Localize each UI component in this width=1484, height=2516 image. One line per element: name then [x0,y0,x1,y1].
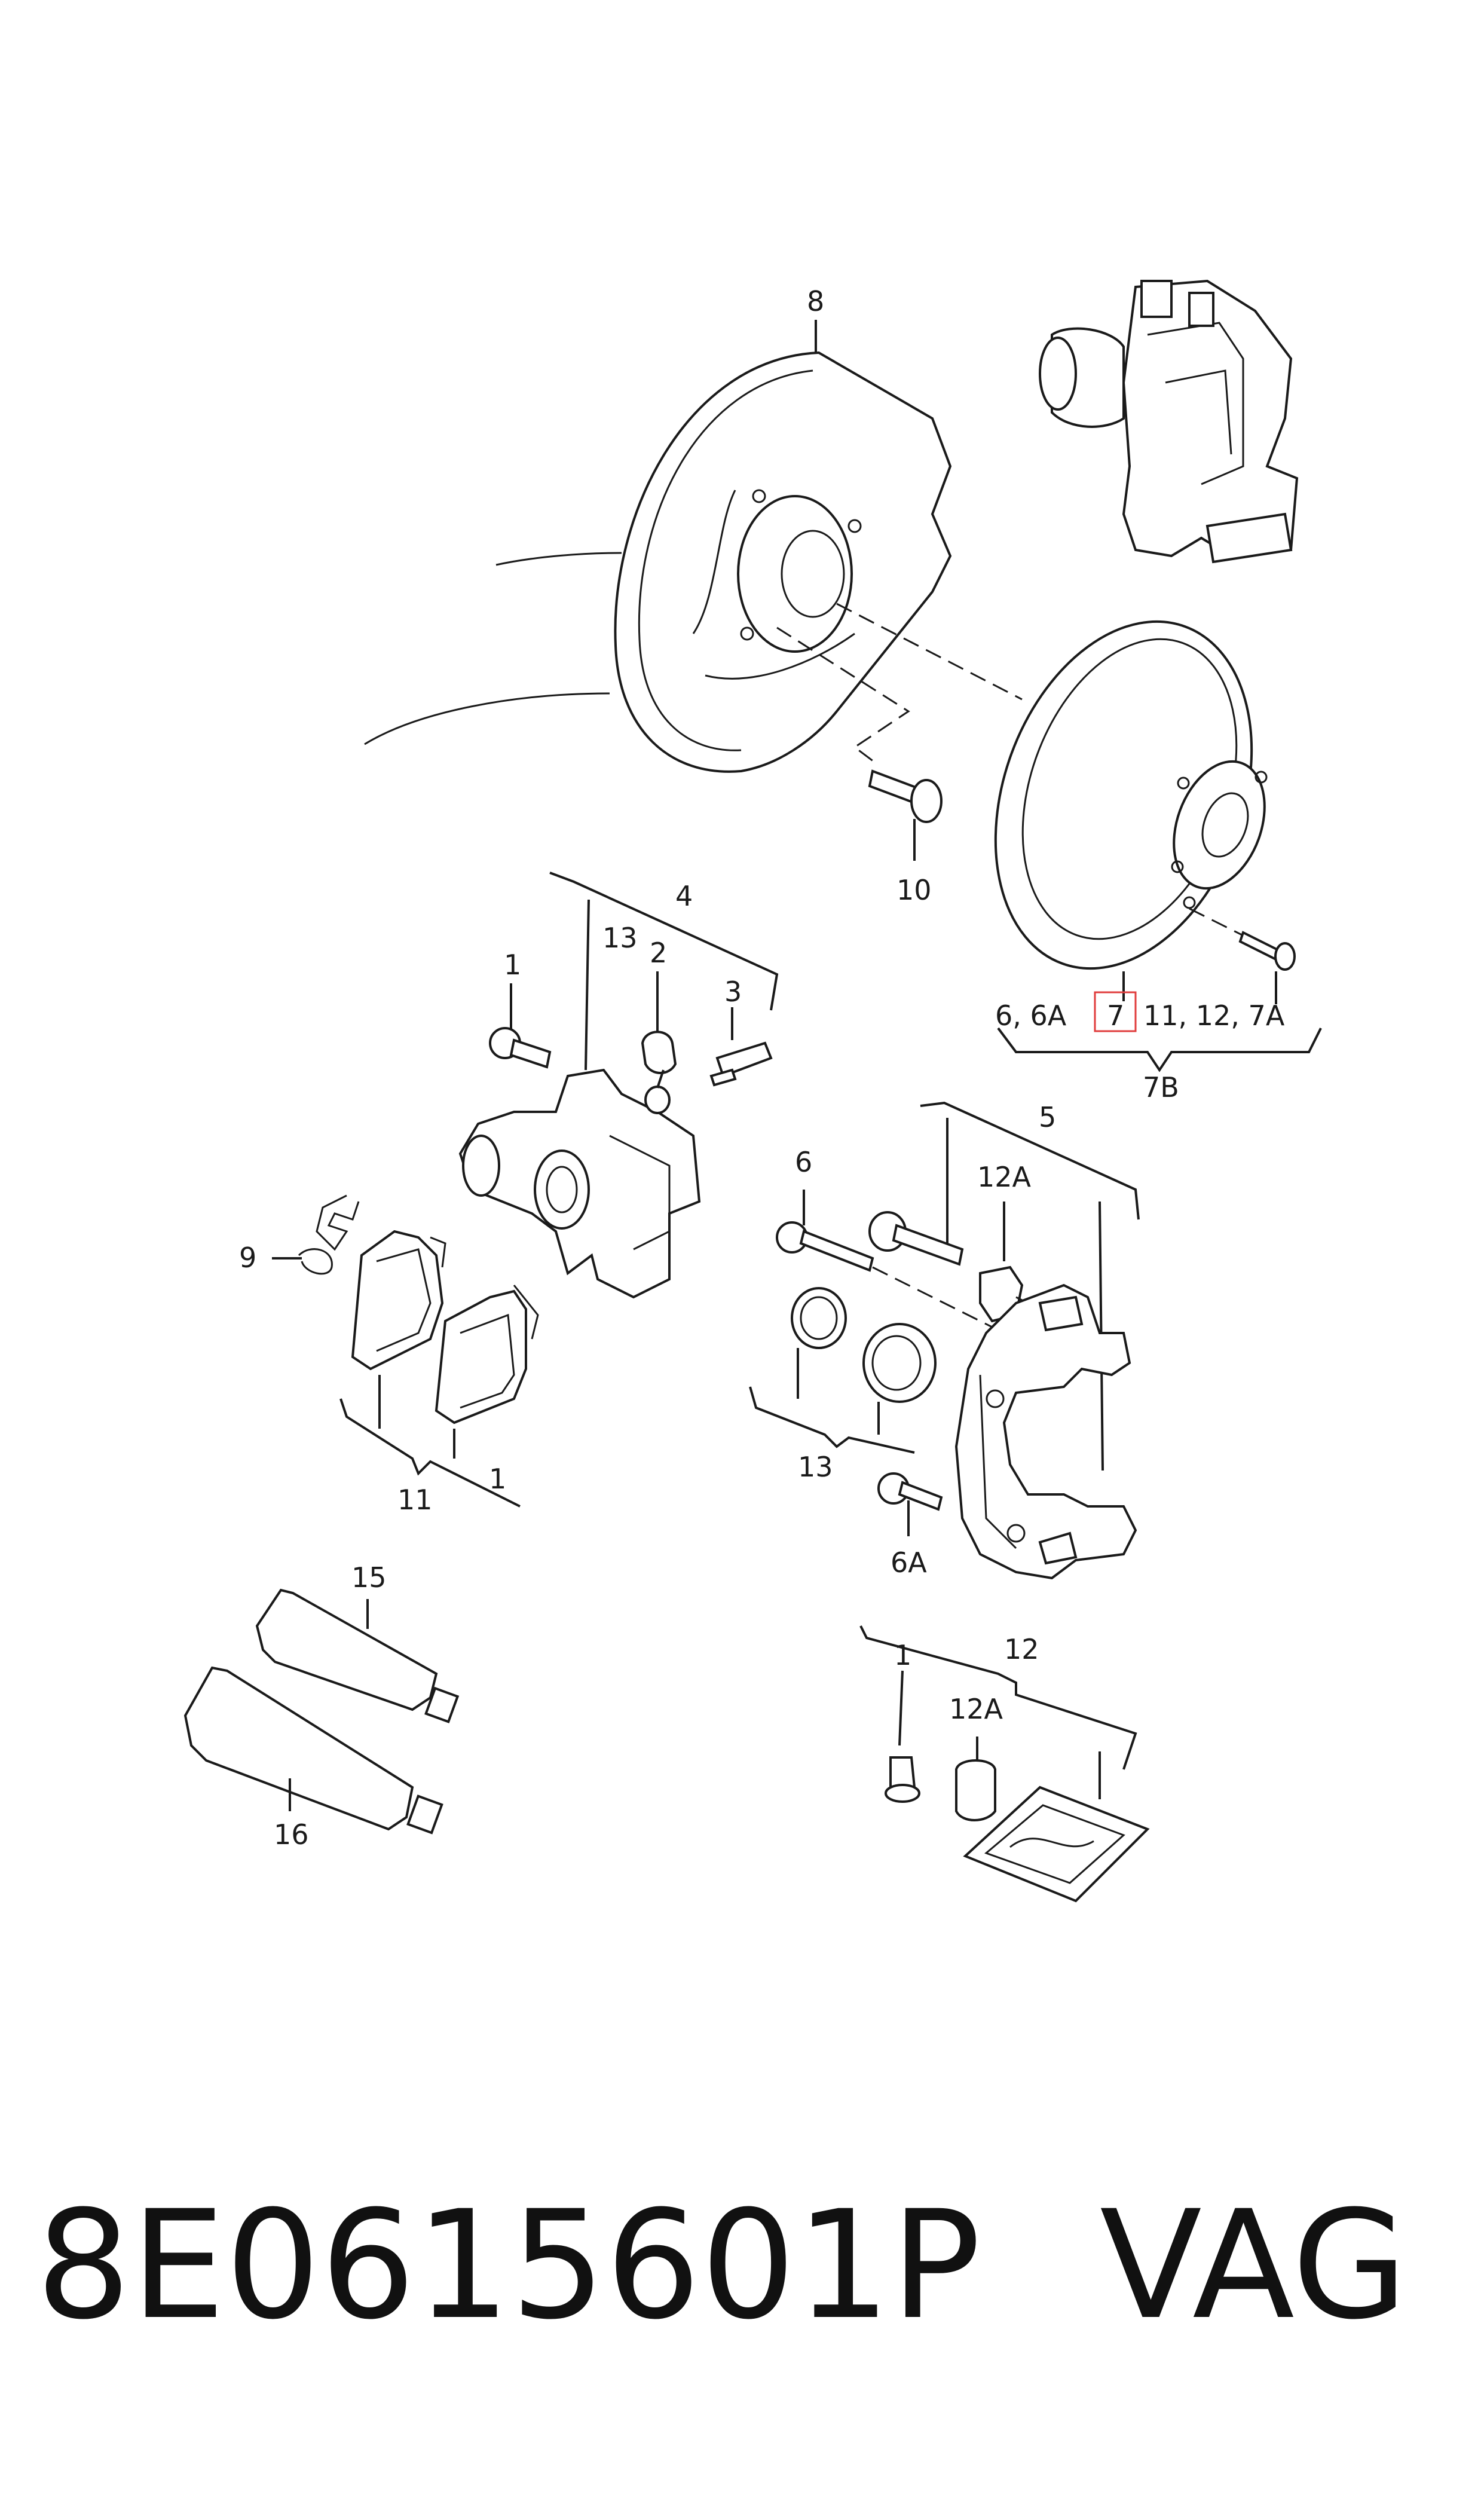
kit-screw [885,1756,920,1803]
guide-bolt-upper [868,1211,964,1266]
clip-2 [641,971,677,1114]
label-1-upper: 1 [504,949,521,981]
assembly-line [836,603,1023,701]
footer: 8E0615601P VAG [36,2176,1458,2355]
seal-ring [791,1287,847,1349]
label-13-lower: 13 [798,1451,833,1483]
label-12: 12 [1004,1633,1039,1665]
brake-disc [994,620,1268,970]
bleed-valve-3 [709,1007,773,1087]
label-1-pads: 1 [489,1463,506,1495]
guide-bolt-6 [776,1190,993,1328]
label-2: 2 [650,937,667,969]
label-6: 6 [795,1146,812,1178]
bracket-7B [997,1027,1322,1072]
label-13-upper: 13 [602,922,638,954]
label-4: 4 [675,880,693,912]
spring-clip-9 [272,1194,360,1275]
label-10: 10 [896,874,932,906]
label-15: 15 [351,1561,387,1594]
label-12A-upper: 12A [977,1161,1032,1193]
leader-13a [585,899,590,1071]
label-12A-kit: 12A [949,1693,1003,1725]
brake-pad-inner [351,1230,446,1371]
highlight-box-7 [1094,991,1137,1032]
bracket-12 [859,1625,1137,1770]
brand-name: VAG [1100,2178,1408,2352]
bracket-11 [339,1398,521,1508]
grease-tube-15 [255,1588,460,1723]
leader-12-1 [898,1670,904,1746]
label-5: 5 [1039,1101,1056,1133]
brake-pad-outer [435,1285,539,1424]
label-11: 11 [397,1484,433,1516]
grease-tube-16 [183,1666,443,1835]
disc-bolt-10 [868,769,943,861]
caliper-assembly-illustration [1039,279,1299,564]
label-7: 7 [1107,999,1124,1032]
bracket-13b [749,1386,915,1454]
label-1-kit: 1 [894,1639,911,1671]
label-8: 8 [807,285,824,317]
label-3: 3 [724,976,742,1008]
label-7B: 7B [1143,1071,1179,1103]
caliper-carrier [954,1283,1137,1580]
kit-boot [955,1759,996,1821]
assembly-line [776,626,910,766]
grease-sachet [963,1786,1150,1903]
label-6A: 6A [891,1546,927,1579]
label-7-row-right: 11, 12, 7A [1143,999,1285,1032]
part-number: 8E0615601P [36,2178,981,2352]
disc-screw-7A [1189,907,1296,1004]
caliper-housing [458,1068,701,1299]
brake-backing-plate [364,351,952,773]
bracket-4 [549,872,779,1011]
label-7-row-left: 6, 6A [995,999,1067,1032]
piston-seal [862,1323,937,1403]
bolt-1-upper [489,983,552,1069]
bolt-6A [877,1472,943,1536]
label-9: 9 [239,1242,256,1274]
bracket-5 [920,1101,1140,1220]
label-16: 16 [274,1818,309,1851]
